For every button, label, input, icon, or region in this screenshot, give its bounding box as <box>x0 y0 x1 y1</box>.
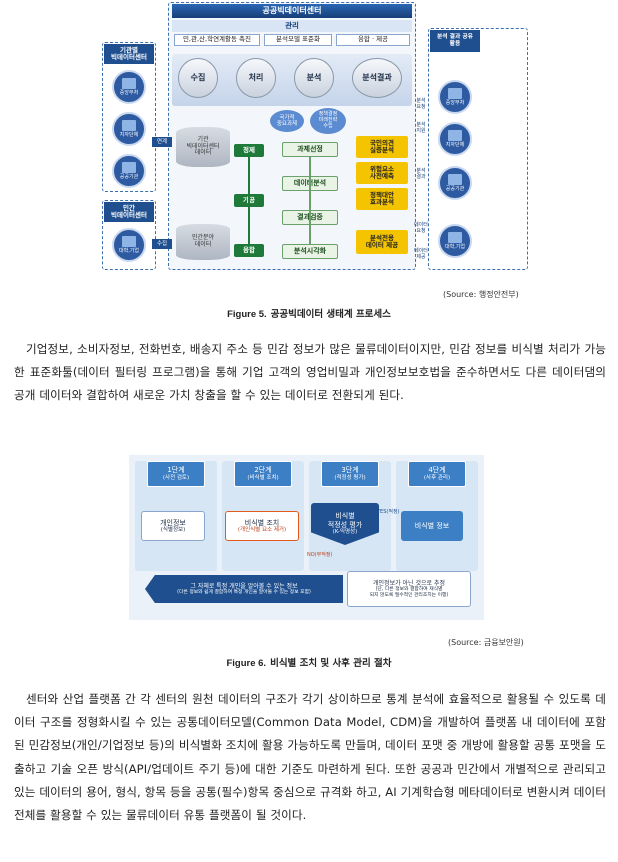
bottom-right-info: 개인정보가 아닌 것으로 추정(단, 다른 정보와 결합하여 재식별 되지 않도… <box>347 571 471 607</box>
stage-result: 분석결과 <box>352 58 402 98</box>
process-merge: 융합 <box>234 244 264 257</box>
stage-title: 4단계 <box>428 466 446 475</box>
analysis-select: 과제선정 <box>282 142 338 157</box>
box-sub: (K-익명성) <box>332 529 358 536</box>
box-title: 개인정보 <box>160 518 186 527</box>
stage-title: 3단계 <box>341 466 359 475</box>
stage-sub: (사후 관리) <box>423 474 451 481</box>
process-clean: 정제 <box>234 144 264 157</box>
figure6-source: (Source: 금융보안원) <box>448 638 524 647</box>
org-label: 대학,기업 <box>445 243 465 250</box>
mgmt-item: 분석모델 표준화 <box>264 34 332 46</box>
flow-label: 분석 지원 <box>416 122 426 134</box>
org-local-icon: 지자단체 <box>112 112 146 146</box>
info-sub: (단, 다른 정보와 결합하여 재식별 되지 않도록 필수적인 관리조치는 이행… <box>369 586 449 598</box>
box-title: 비식별 적정성 평가 <box>327 512 363 529</box>
result-data-provide: 분석전용 데이터 제공 <box>356 230 408 254</box>
stage-4-header: 4단계(사후 관리) <box>408 461 466 487</box>
right-header: 분석 결과 공유 활용 <box>430 30 480 52</box>
box-sub: (식별정보) <box>160 526 186 533</box>
result-opinion: 국민의견 실증분석 <box>356 136 408 158</box>
no-label: NO(부적정) <box>307 552 333 558</box>
result-policy: 정책대안 효과분석 <box>356 188 408 210</box>
org-label: 지자단체 <box>445 141 465 148</box>
paragraph-1: 기업정보, 소비자정보, 전화번호, 배송지 주소 등 민감 정보가 많은 물류… <box>14 342 606 403</box>
figure5-caption: Figure 5.공공빅데이터 생태계 프로세스 <box>0 306 618 320</box>
figure-5-diagram: 공공빅데이터센터 관리 민,관,산,학연계활동 촉진 분석모델 표준화 융합 ·… <box>100 2 530 272</box>
caption-prefix: Figure 6. <box>226 658 267 669</box>
org-central-icon: 중앙부처 <box>112 70 146 104</box>
mgmt-label: 관리 <box>172 20 412 32</box>
stage-process: 처리 <box>236 58 276 98</box>
link-label: 연계 <box>152 137 172 147</box>
share-central-icon: 중앙부처 <box>438 80 472 114</box>
org-label: 중앙부처 <box>445 99 465 106</box>
stage-analysis: 분석 <box>294 58 334 98</box>
collect-label: 수집 <box>152 239 172 249</box>
flow-label: 분석 요청 <box>416 98 426 110</box>
org-label: 중앙부처 <box>119 89 139 96</box>
left-public-header: 기관별 빅데이터센터 <box>104 44 154 64</box>
private-db-icon: 민간분야 데이터 <box>176 224 230 260</box>
stage-collect: 수집 <box>178 58 218 98</box>
stage-title: 2단계 <box>254 466 272 475</box>
stage-sub: (적정성 평가) <box>334 474 366 481</box>
center-title: 공공빅데이터센터 <box>172 4 412 18</box>
stage-3-header: 3단계(적정성 평가) <box>321 461 379 487</box>
org-label: 공공기관 <box>445 185 465 192</box>
mgmt-item: 융합 · 제공 <box>336 34 410 46</box>
info-title: 그 자체로 특정 개인을 알아볼 수 있는 정보 <box>190 582 298 590</box>
result-risk: 위험요소 사전예측 <box>356 162 408 184</box>
flow-label: 데이터 요청 <box>414 222 428 234</box>
box-title: 비식별 조치 <box>244 518 280 527</box>
bottom-left-info: 그 자체로 특정 개인을 알아볼 수 있는 정보(다른 정보와 쉽게 결합하여 … <box>145 575 343 603</box>
org-label: 지자단체 <box>119 131 139 138</box>
right-frame <box>428 28 528 270</box>
bubble-national: 국가적 중요과제 <box>270 110 304 132</box>
org-public-icon: 공공기관 <box>112 154 146 188</box>
org-label: 대학,기업 <box>119 247 139 254</box>
analysis-visualize: 분석시각화 <box>282 244 338 259</box>
share-public-icon: 공공기관 <box>438 166 472 200</box>
flow-label: 분석 결과 <box>416 168 426 180</box>
figure5-source: (Source: 행정안전부) <box>443 290 519 299</box>
analysis-line <box>309 157 311 244</box>
box-deidentify: 비식별 조치(개인식별 요소 제거) <box>225 511 299 541</box>
info-sub: (다른 정보와 쉽게 결합하여 특정 개인을 알아볼 수 있는 정보 포함) <box>177 589 311 595</box>
flow-label: 데이터 제공 <box>414 248 428 260</box>
left-public-frame <box>102 42 156 192</box>
mgmt-item: 민,관,산,학연계활동 촉진 <box>174 34 260 46</box>
box-title: 비식별 정보 <box>414 521 450 530</box>
figure6-caption: Figure 6.비식별 조치 및 사후 관리 절차 <box>0 655 618 669</box>
share-university-icon: 대학,기업 <box>438 224 472 258</box>
bubble-policy: 정책결정 미래전략 수립 <box>310 108 346 134</box>
org-label: 공공기관 <box>119 173 139 180</box>
stage-1-header: 1단계(사전 검토) <box>147 461 205 487</box>
stage-title: 1단계 <box>167 466 185 475</box>
left-private-frame <box>102 200 156 270</box>
stage-sub: (사전 검토) <box>162 474 190 481</box>
org-university-icon: 대학,기업 <box>112 228 146 262</box>
process-line <box>248 157 250 244</box>
left-private-header: 민간 빅데이터센터 <box>104 202 154 222</box>
figure-6-diagram: 1단계(사전 검토) 2단계(비식별 조치) 3단계(적정성 평가) 4단계(사… <box>129 455 484 620</box>
box-deidentified-info: 비식별 정보 <box>401 511 463 541</box>
caption-text: 공공빅데이터 생태계 프로세스 <box>270 309 391 320</box>
caption-text: 비식별 조치 및 사후 관리 절차 <box>270 658 392 669</box>
caption-prefix: Figure 5. <box>227 309 267 320</box>
box-sub: (개인식별 요소 제거) <box>237 526 287 533</box>
yes-label: YES(적정) <box>377 509 400 515</box>
stage-sub: (비식별 조치) <box>247 474 279 481</box>
stage-2-header: 2단계(비식별 조치) <box>234 461 292 487</box>
paragraph-2: 센터와 산업 플랫폼 간 각 센터의 원천 데이터의 구조가 각기 상이하므로 … <box>14 692 606 823</box>
public-db-icon: 기관 빅데이터센터 데이터 <box>176 127 230 167</box>
info-title: 개인정보가 아닌 것으로 추정 <box>373 579 445 587</box>
share-local-icon: 지자단체 <box>438 122 472 156</box>
box-personal-info: 개인정보(식별정보) <box>141 511 205 541</box>
